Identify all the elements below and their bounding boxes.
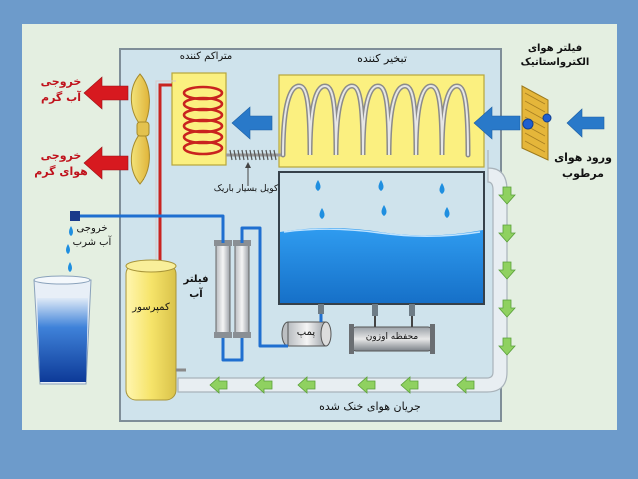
green-arrow-down-4: [498, 299, 516, 318]
green-arrow-down-3: [498, 261, 516, 280]
drinking-water-outlet-label-line1: خروجی: [76, 223, 108, 234]
drinking-water-nozzle: [70, 211, 80, 221]
tank-outlets: [318, 304, 415, 316]
arrow-hot-water-out: [83, 76, 129, 110]
hot-air-outlet-label: خروجی هوای گرم: [26, 148, 96, 180]
water-filter-label-line2: آب: [189, 289, 203, 300]
condenser-refrigerant-pipe-outline: [155, 80, 176, 262]
drinking-glass: [33, 275, 92, 385]
green-arrow-down-2: [498, 224, 516, 243]
green-arrow-left-4: [297, 376, 316, 394]
capillary-pointer-head: [245, 162, 251, 168]
ozone-chamber: [349, 316, 435, 354]
compressor: [125, 259, 186, 401]
water-tank-water: [280, 228, 483, 303]
fan-blade-bottom: [130, 129, 150, 185]
arrow-humid-air-in: [566, 108, 605, 138]
pump-label: پمپ: [296, 327, 316, 338]
drinking-water-drops: [66, 226, 73, 272]
drinking-water-outlet-label-line2: آب شرب: [72, 237, 112, 248]
green-arrow-left-1: [456, 376, 475, 394]
humid-air-inlet-label-line1: ورود هوای: [554, 151, 612, 164]
arrow-evaporator-to-condenser: [231, 106, 273, 140]
humid-air-inlet-label: ورود هوای مرطوب: [543, 150, 623, 182]
filter-ion-dot-2: [542, 113, 552, 123]
drinking-water-outlet-label: خروجی آب شرب: [62, 222, 122, 250]
evaporator-label: تبخیر کننده: [357, 52, 407, 65]
hot-water-outlet-label-line1: خروجی: [40, 75, 82, 88]
electrostatic-filter-label-line1: فیلتر هوای: [527, 43, 583, 54]
filter-ion-dot-1: [522, 118, 534, 130]
ozone-chamber-label: محفظه اوزون: [365, 332, 419, 342]
falling-droplets: [315, 180, 450, 219]
arrow-hot-air-out: [83, 146, 129, 180]
capillary-coil-label: کویل بسیار باریک: [213, 184, 279, 194]
hot-water-outlet-label: خروجی آب گرم: [26, 74, 96, 106]
hot-outlet-arrows: [83, 76, 129, 180]
green-arrow-left-2: [400, 376, 419, 394]
green-arrow-down-5: [498, 337, 516, 356]
electrostatic-filter: [521, 85, 552, 161]
water-surface-highlight: [283, 228, 481, 237]
humid-air-inlet-label-line2: مرطوب: [562, 167, 604, 180]
fan-hub: [136, 121, 150, 137]
cooled-air-duct: [177, 150, 508, 393]
capillary-coil: [226, 149, 281, 161]
air-flow-arrows: [231, 106, 605, 140]
evaporator-coil-highlight: [282, 84, 469, 156]
cooled-air-arrows: [209, 186, 516, 394]
green-arrow-left-5: [254, 376, 273, 394]
green-arrow-down-1: [498, 186, 516, 205]
electrostatic-filter-label: فیلتر هوای الکترواستاتیک: [500, 42, 610, 70]
condenser-fan: [130, 73, 150, 185]
arrow-into-evaporator: [473, 106, 521, 140]
fan-blade-top: [130, 73, 150, 129]
pipe-pump-to-filter: [240, 226, 288, 348]
water-filter-label: فیلتر آب: [178, 272, 214, 302]
condenser-coil: [182, 85, 224, 156]
hot-air-outlet-label-line2: هوای گرم: [34, 165, 88, 178]
water-tank-frame: [278, 171, 485, 305]
water-filter-label-line1: فیلتر: [183, 274, 209, 285]
hot-water-outlet-label-line2: آب گرم: [41, 91, 81, 104]
water-pipes: [78, 214, 323, 362]
pipe-filter-to-outlet: [78, 214, 225, 243]
compressor-label: کمپرسور: [132, 302, 170, 313]
green-arrow-left-6: [209, 376, 228, 394]
condenser-label: متراکم کننده: [179, 51, 233, 62]
cooled-air-flow-label: جریان هوای خنک شده: [319, 400, 421, 413]
hot-air-outlet-label-line1: خروجی: [40, 149, 82, 162]
electrostatic-filter-label-line2: الکترواستاتیک: [520, 57, 590, 68]
green-arrow-left-3: [357, 376, 376, 394]
pipe-filter-bottom: [221, 338, 244, 362]
